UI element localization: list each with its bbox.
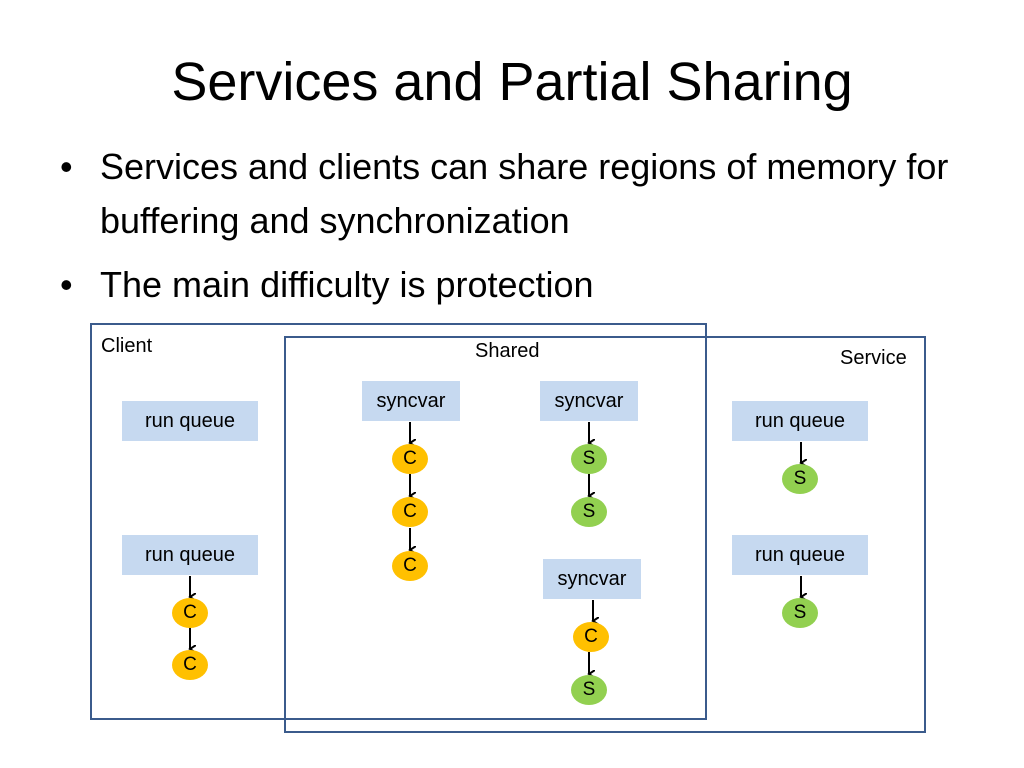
run-queue-box: run queue — [122, 535, 258, 575]
client-region — [90, 323, 707, 720]
bullet-item: • The main difficulty is protection — [60, 258, 960, 312]
run-queue-box: run queue — [122, 401, 258, 441]
bullet-list: • Services and clients can share regions… — [60, 140, 960, 322]
bullet-marker: • — [60, 146, 73, 187]
service-region-label: Service — [840, 347, 907, 369]
bullet-item: • Services and clients can share regions… — [60, 140, 960, 248]
client-thread-node: C — [392, 551, 428, 581]
client-thread-node: C — [392, 444, 428, 474]
service-thread-node: S — [571, 444, 607, 474]
client-thread-node: C — [573, 622, 609, 652]
service-thread-node: S — [782, 598, 818, 628]
run-queue-box: run queue — [732, 535, 868, 575]
service-thread-node: S — [571, 675, 607, 705]
client-region-label: Client — [101, 335, 153, 357]
service-thread-node: S — [571, 497, 607, 527]
service-thread-node: S — [782, 464, 818, 494]
client-thread-node: C — [172, 650, 208, 680]
client-thread-node: C — [392, 497, 428, 527]
bullet-text: The main difficulty is protection — [100, 264, 594, 305]
syncvar-box: syncvar — [540, 381, 638, 421]
run-queue-box: run queue — [732, 401, 868, 441]
syncvar-box: syncvar — [543, 559, 641, 599]
bullet-marker: • — [60, 264, 73, 305]
syncvar-box: syncvar — [362, 381, 460, 421]
bullet-text: Services and clients can share regions o… — [100, 146, 949, 241]
shared-region-label: Shared — [475, 340, 540, 362]
slide-title: Services and Partial Sharing — [171, 52, 853, 112]
service-region — [284, 336, 926, 733]
client-thread-node: C — [172, 598, 208, 628]
